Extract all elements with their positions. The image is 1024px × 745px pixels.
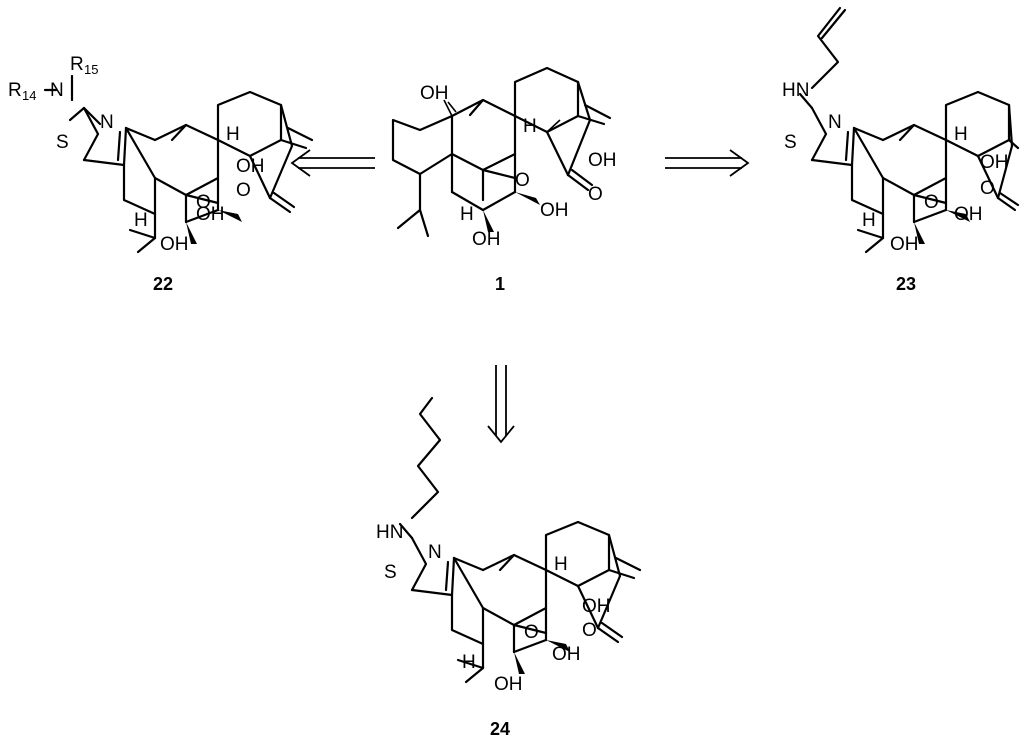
o-keto: O: [582, 620, 597, 641]
h-label: H: [954, 124, 968, 145]
compound-23: HN N S H OH O O OH OH H 23: [782, 6, 1020, 294]
o-keto: O: [236, 180, 251, 201]
o-bridge: O: [515, 170, 530, 191]
h-lower: H: [862, 210, 876, 231]
o-bridge: O: [524, 622, 539, 643]
hn: HN: [376, 522, 403, 543]
compound-24: HN N S H OH O O OH OH H 24: [376, 396, 642, 739]
arrow-to-24: [487, 365, 515, 444]
thiazole-s: S: [384, 562, 397, 583]
oh-c: OH: [494, 674, 523, 695]
oh-c: OH: [890, 234, 919, 255]
o-bridge: O: [924, 192, 939, 213]
oh-top: OH: [420, 83, 449, 104]
oh-a: OH: [588, 150, 617, 171]
compound-1: OH H OH O O OH OH H 1: [391, 66, 617, 294]
r15: R: [70, 54, 84, 75]
r15-sub: 15: [84, 62, 98, 77]
thiazole-n: N: [428, 542, 442, 563]
r14-sub: 14: [22, 88, 36, 103]
oh-a: OH: [236, 156, 265, 177]
compound-22: R 14 N R 15 N S H OH O O OH OH H 22: [8, 54, 314, 294]
hn: HN: [782, 80, 809, 101]
compound-label-1: 1: [495, 274, 505, 294]
h-label: H: [226, 124, 240, 145]
o-bridge: O: [196, 192, 211, 213]
arrow-to-23: [665, 149, 750, 177]
thiazole-s: S: [56, 132, 69, 153]
amine-n: N: [50, 80, 64, 101]
o-keto: O: [588, 184, 603, 205]
compound-label-22: 22: [153, 274, 173, 294]
h-label: H: [523, 116, 537, 137]
h-lower: H: [462, 652, 476, 673]
h-lower: H: [460, 204, 474, 225]
oh-a: OH: [980, 152, 1009, 173]
oh-c: OH: [160, 234, 189, 255]
arrow-to-22: [290, 149, 375, 177]
oh-b: OH: [540, 200, 569, 221]
thiazole-s: S: [784, 132, 797, 153]
oh-a: OH: [582, 596, 611, 617]
oh-b: OH: [196, 204, 225, 225]
compound-label-24: 24: [490, 719, 510, 739]
h-label: H: [554, 554, 568, 575]
h-lower: H: [134, 210, 148, 231]
thiazole-n: N: [100, 112, 114, 133]
oh-c: OH: [472, 229, 501, 250]
oh-b: OH: [954, 204, 983, 225]
compound-label-23: 23: [896, 274, 916, 294]
r14: R: [8, 80, 22, 101]
oh-b: OH: [552, 644, 581, 665]
thiazole-n: N: [828, 112, 842, 133]
o-keto: O: [980, 178, 995, 199]
